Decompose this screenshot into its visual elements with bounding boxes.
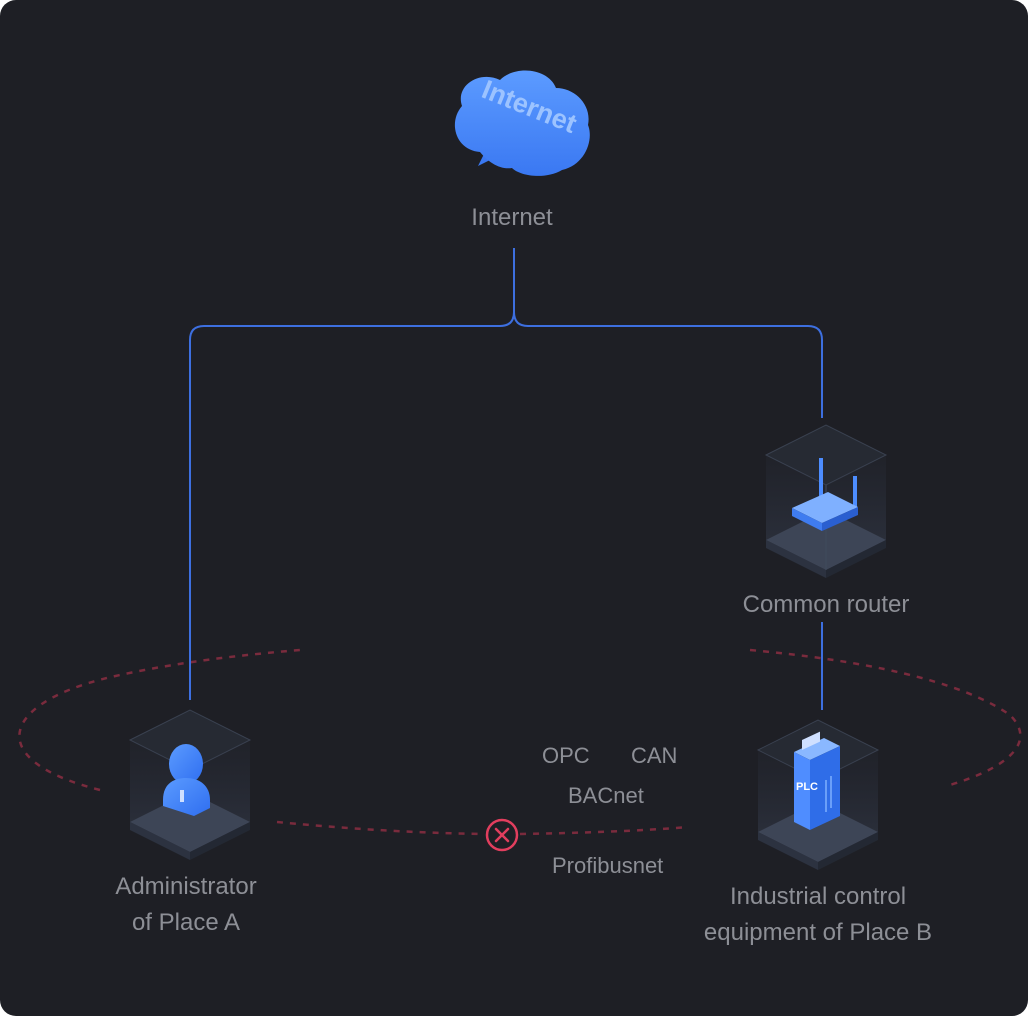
plc-label-line-1: Industrial control: [729, 883, 907, 910]
internet-label: Internet: [471, 204, 553, 231]
plc-label-line-2: equipment of Place B: [703, 919, 933, 946]
blocked-x-icon: [485, 818, 519, 852]
protocol-bacnet: BACnet: [568, 783, 644, 808]
router-icon: [792, 458, 858, 531]
user-icon: [163, 744, 210, 816]
admin-label-line-1: Administrator: [115, 873, 257, 900]
admin-label-line-2: of Place A: [131, 909, 241, 936]
admin-label: Administrator of Place A: [66, 869, 306, 941]
router-label: Common router: [742, 591, 910, 618]
ring-bottom-left: [276, 820, 485, 836]
link-internet-trunk: [189, 248, 515, 700]
protocol-profibusnet: Profibusnet: [552, 853, 664, 878]
protocol-can: CAN: [631, 743, 678, 768]
link-internet-router: [513, 311, 823, 418]
plc-cabinet-icon: PLC: [794, 731, 840, 830]
ring-bottom-right: [519, 825, 689, 836]
plc-icon-text: PLC: [796, 781, 818, 793]
plc-label: Industrial control equipment of Place B: [668, 879, 968, 951]
cloud-icon: Internet: [454, 70, 590, 176]
protocol-opc: OPC: [542, 743, 590, 768]
